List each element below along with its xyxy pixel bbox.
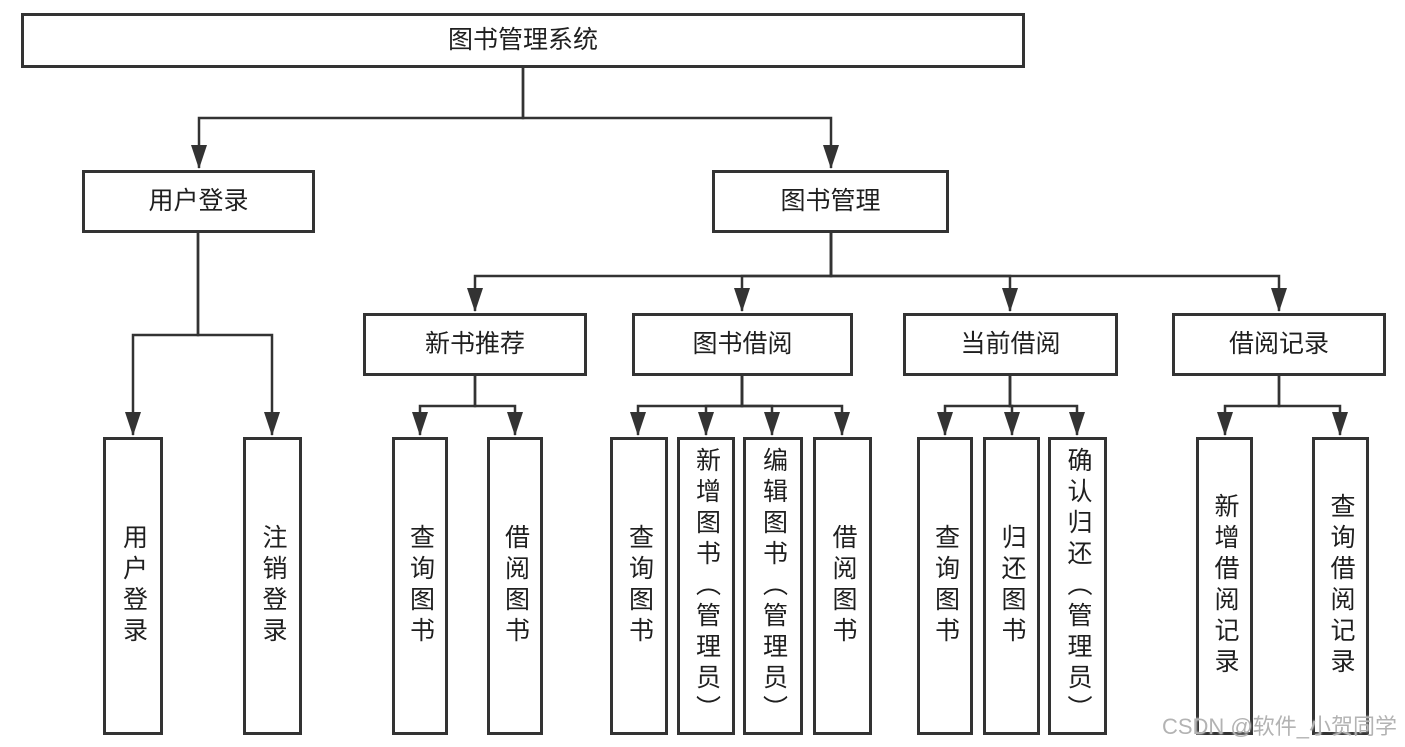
- edge-current-to-confirm: [1008, 376, 1085, 436]
- leaf-confirm-return-admin: 确认归还（管理员）: [1048, 437, 1107, 735]
- edge-records-to-query: [1277, 376, 1348, 436]
- edge-login-to-leaf-logout: [196, 233, 280, 436]
- edge-mgmt-to-borrow-records: [829, 233, 1287, 312]
- leaf-query-books-borrow: 查询图书: [610, 437, 668, 735]
- leaf-add-borrow-record: 新增借阅记录: [1196, 437, 1253, 735]
- leaf-query-books-current: 查询图书: [917, 437, 973, 735]
- leaf-edit-books-admin-label: 编辑图书（管理员）: [759, 446, 788, 726]
- leaf-query-books-current-label: 查询图书: [931, 524, 960, 648]
- leaf-return-books-label: 归还图书: [998, 524, 1026, 648]
- edge-borrow-to-add: [698, 376, 744, 436]
- edge-newbook-to-query: [412, 376, 477, 436]
- edge-mgmt-to-new-book: [467, 233, 833, 312]
- node-book-borrowing: 图书借阅: [632, 313, 853, 376]
- edge-current-to-query: [937, 376, 1012, 436]
- edge-root-to-user-login: [191, 68, 525, 169]
- node-book-management: 图书管理: [712, 170, 949, 233]
- leaf-return-books: 归还图书: [983, 437, 1040, 735]
- leaf-user-login-label: 用户登录: [119, 524, 148, 648]
- edge-root-to-book-management: [521, 68, 839, 169]
- node-root: 图书管理系统: [21, 13, 1025, 68]
- leaf-edit-books-admin: 编辑图书（管理员）: [743, 437, 803, 735]
- leaf-add-borrow-record-label: 新增借阅记录: [1211, 493, 1239, 679]
- leaf-query-books-recommend-label: 查询图书: [406, 524, 435, 648]
- edge-newbook-to-borrow: [473, 376, 523, 436]
- edge-login-to-leaf-user-login: [125, 233, 200, 436]
- leaf-add-books-admin: 新增图书（管理员）: [677, 437, 735, 735]
- leaf-add-books-admin-label: 新增图书（管理员）: [692, 446, 721, 726]
- leaf-query-books-borrow-label: 查询图书: [625, 524, 654, 648]
- leaf-borrow-books-borrow: 借阅图书: [813, 437, 872, 735]
- node-user-login: 用户登录: [82, 170, 315, 233]
- leaf-confirm-return-admin-label: 确认归还（管理员）: [1064, 446, 1092, 726]
- leaf-query-borrow-record-label: 查询借阅记录: [1327, 493, 1355, 679]
- node-new-book-recommend: 新书推荐: [363, 313, 587, 376]
- csdn-watermark: CSDN @软件_小贺同学: [1161, 714, 1397, 739]
- edge-mgmt-to-current-borrow: [829, 233, 1018, 312]
- edge-borrow-to-borrow: [740, 376, 850, 436]
- edge-records-to-add: [1217, 376, 1281, 436]
- node-current-borrowing: 当前借阅: [903, 313, 1118, 376]
- leaf-logout-label: 注销登录: [259, 524, 287, 648]
- leaf-query-borrow-record: 查询借阅记录: [1312, 437, 1369, 735]
- leaf-logout: 注销登录: [243, 437, 302, 735]
- node-borrow-records: 借阅记录: [1172, 313, 1386, 376]
- leaf-borrow-books-recommend: 借阅图书: [487, 437, 543, 735]
- leaf-query-books-recommend: 查询图书: [392, 437, 448, 735]
- leaf-borrow-books-borrow-label: 借阅图书: [829, 524, 857, 648]
- leaf-user-login: 用户登录: [103, 437, 163, 735]
- leaf-borrow-books-recommend-label: 借阅图书: [501, 524, 530, 648]
- edge-mgmt-to-book-borrow: [734, 233, 833, 312]
